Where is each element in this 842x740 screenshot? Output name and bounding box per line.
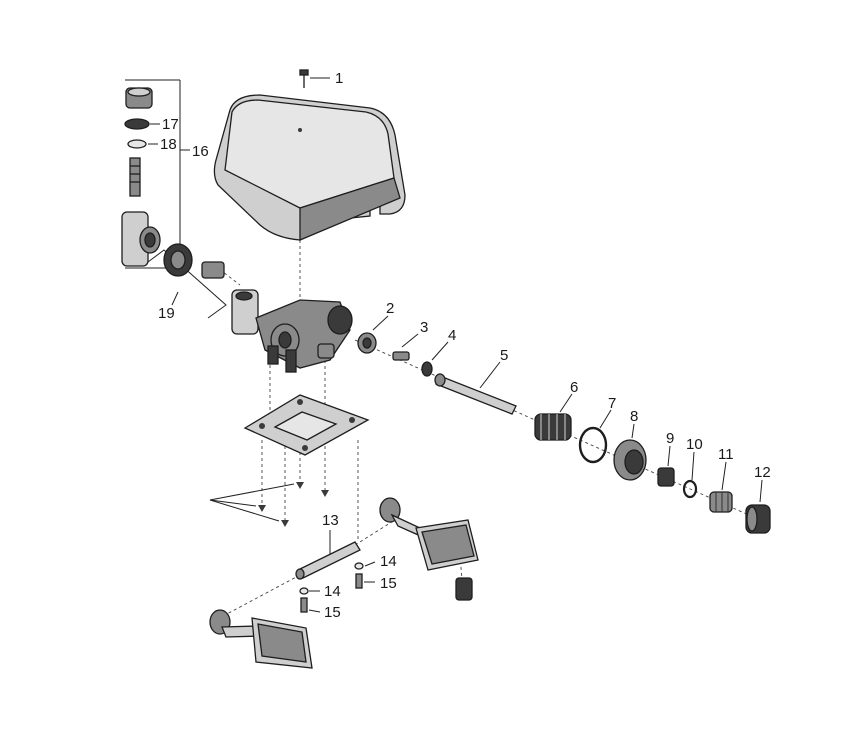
label-19: 19: [158, 305, 175, 322]
label-2: 2: [386, 300, 394, 317]
label-4: 4: [448, 327, 456, 344]
part-19-connector-set: [147, 243, 227, 319]
label-18: 18: [160, 136, 177, 153]
pedal-right: [379, 497, 479, 601]
label-16: 16: [192, 143, 209, 160]
label-6: 6: [570, 379, 578, 396]
part-2-nut: [357, 315, 389, 354]
part-7-o-ring: [578, 409, 612, 464]
label-10: 10: [686, 436, 703, 453]
label-14-right: 14: [380, 553, 397, 570]
part-16-fitting-assembly: [121, 79, 190, 269]
label-8: 8: [630, 408, 638, 425]
label-1: 1: [335, 70, 343, 87]
part-11-spring: [709, 461, 733, 513]
label-17: 17: [162, 116, 179, 133]
part-8-gland-nut: [613, 423, 647, 481]
mounting-screws: [209, 482, 329, 527]
label-11: 11: [718, 446, 734, 463]
part-1-screw: [299, 69, 330, 88]
pedal-left: [209, 609, 313, 669]
label-15-left: 15: [324, 604, 341, 621]
part-number-labels: 1 2 3 4 5 6 7 8 9 10 11 12 13 14 14 15 1…: [158, 70, 771, 621]
label-5: 5: [500, 347, 508, 364]
label-9: 9: [666, 430, 674, 447]
mounting-plate: [243, 394, 370, 456]
part-13-pedal-shaft: [295, 530, 361, 580]
part-4-ring: [421, 341, 449, 377]
part-12-cap-nut: [745, 479, 771, 534]
label-13: 13: [322, 512, 339, 529]
label-12: 12: [754, 464, 771, 481]
part-10-washer: [682, 451, 698, 499]
label-15-right: 15: [380, 575, 397, 592]
part-5-shaft: [434, 361, 517, 415]
cover-housing: [213, 94, 406, 241]
part-6-spring: [534, 393, 573, 441]
label-3: 3: [420, 319, 428, 336]
label-7: 7: [608, 395, 616, 412]
part-9-packing: [657, 445, 675, 487]
valve-body: [231, 289, 353, 373]
label-14-left: 14: [324, 583, 341, 600]
part-3-pin: [392, 333, 419, 361]
parts-14-15-fasteners: [299, 561, 376, 613]
